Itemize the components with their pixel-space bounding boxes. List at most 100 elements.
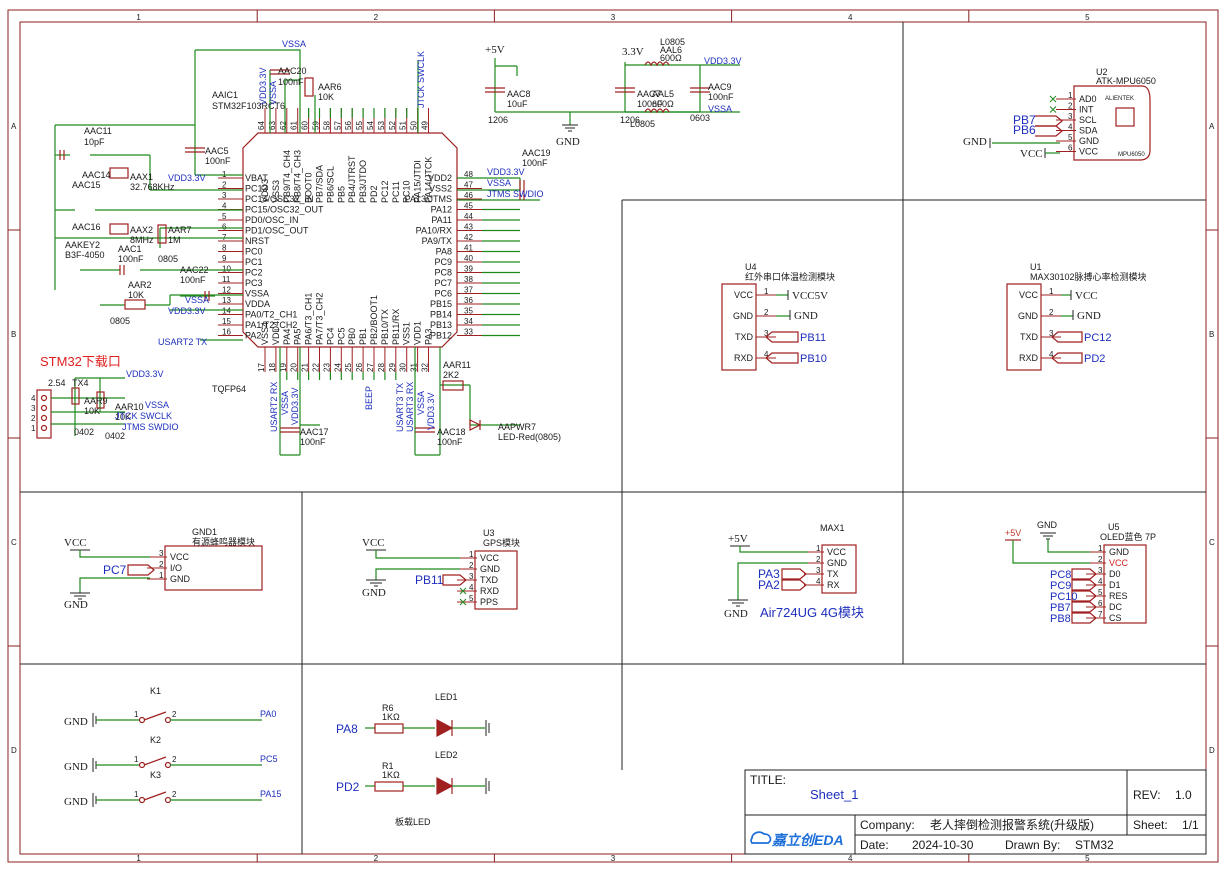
- led2-net: PD2: [336, 780, 360, 794]
- mcu-right-pin-num: 33: [464, 328, 473, 337]
- mpu-brand: ALIENTEK: [1105, 96, 1134, 102]
- mcu-right-pin-name: PA13/JTMS: [405, 194, 452, 204]
- led-section: R6 1KΩ LED1 PA8 R1 1KΩ LED2 PD2 板载LED: [336, 692, 490, 827]
- buzzer-title: 有源蜂鸣器模块: [192, 536, 255, 547]
- mcu-left-pin-num: 5: [222, 212, 227, 221]
- module-pin-name: RX: [827, 580, 840, 590]
- aar7-ref: AAR7: [168, 225, 192, 235]
- module-pin-name: VCC: [170, 552, 190, 562]
- aal6-pkg: L0805: [660, 37, 685, 47]
- col-label-top: 2: [374, 13, 379, 22]
- pkg-0805-b: 0805: [110, 316, 130, 326]
- aar2-val: 10K: [128, 290, 144, 300]
- module-pin-name: D0: [1109, 569, 1121, 579]
- oled-net-label: PB8: [1050, 613, 1071, 625]
- net-vdd33-right: VDD3.3V: [487, 167, 525, 177]
- module-pin-name: TX: [827, 569, 839, 579]
- aac15-ref: AAC15: [72, 180, 101, 190]
- frame-ticks: [8, 10, 1218, 862]
- module-pin-num: 2: [1098, 555, 1103, 564]
- aac11-val: 10pF: [84, 137, 105, 147]
- module-pin-name: PPS: [480, 597, 498, 607]
- mcu-top-pin-name: PC10: [402, 180, 412, 203]
- mcu-left-pin-name: PC2: [245, 268, 263, 278]
- tb-title-label: TITLE:: [750, 773, 786, 787]
- module-pin-name: VCC: [480, 553, 500, 563]
- col-label-bottom: 5: [1085, 854, 1090, 863]
- row-label-right: D: [1209, 746, 1215, 755]
- led2-ref: LED2: [435, 750, 458, 760]
- aax2-val: 8MHz: [130, 235, 154, 245]
- module-pin-num: 1: [764, 287, 769, 296]
- tb-date: 2024-10-30: [912, 838, 974, 852]
- tb-sheet-label: Sheet:: [1133, 818, 1168, 832]
- key-pin-1: 1: [134, 790, 139, 799]
- aac17-val: 100nF: [300, 437, 326, 447]
- aar10-val: 10K: [115, 412, 131, 422]
- module-pin-name: DC: [1109, 602, 1122, 612]
- mcu-right-pin-name: PB13: [430, 320, 452, 330]
- r1-val: 1KΩ: [382, 770, 400, 780]
- module-pin-name: AD0: [1079, 94, 1097, 104]
- aac19-ref: AAC19: [522, 148, 551, 158]
- aar9-ref: AAR9: [84, 396, 108, 406]
- module-pin-name: GND: [1079, 136, 1100, 146]
- module-pin-num: 4: [1068, 123, 1073, 132]
- mcu-left-pin-name: PA0/T2_CH1: [245, 310, 297, 320]
- net-vdd33-left: VDD3.3V: [168, 173, 206, 183]
- mcu-bottom-pin-name: PA5: [293, 329, 303, 345]
- aac1-ref: AAC1: [118, 244, 142, 254]
- aal5-val: 600Ω: [652, 99, 674, 109]
- mcu-bottom-pin-num: 31: [410, 363, 419, 372]
- aac9-pkg: 0603: [690, 113, 710, 123]
- led-caption: 板载LED: [395, 816, 431, 827]
- module-pin-num: 3: [764, 329, 769, 338]
- module-pin-num: 3: [1068, 112, 1073, 121]
- tb-date-label: Date:: [860, 838, 889, 852]
- download-tx4: TX4: [72, 378, 89, 388]
- mcu-bottom-pin-name: PB0: [347, 328, 357, 345]
- mcu-right-pin-name: PA12: [431, 205, 452, 215]
- key-ref: K1: [150, 686, 161, 696]
- mcu-top-pin-name: VDD3: [260, 179, 270, 203]
- buzzer-ref: GND1: [192, 527, 217, 537]
- net-vdd33-vert: VDD3.3V: [258, 67, 268, 105]
- aac17-ref: AAC17: [300, 427, 329, 437]
- aac11-ref: AAC11: [84, 126, 112, 136]
- mcu-top-pin-num: 51: [399, 121, 408, 130]
- key-gnd: GND: [64, 796, 88, 808]
- aac7-ref: AAC7: [637, 89, 661, 99]
- module-pin-num: 4: [816, 577, 821, 586]
- mcu-right-pin-num: 38: [464, 275, 473, 284]
- max1-gnd: GND: [724, 608, 748, 620]
- aal5-ref: AAL5: [652, 89, 674, 99]
- module-pin-name: RES: [1109, 591, 1128, 601]
- u4-title: 红外串口体温检测模块: [745, 271, 835, 282]
- col-label-bottom: 1: [136, 854, 141, 863]
- mcu-right-pin-num: 44: [464, 212, 473, 221]
- mpu-part: ATK-MPU6050: [1096, 76, 1156, 86]
- mcu-left-pin-num: 4: [222, 202, 227, 211]
- mcu-left-pin-num: 13: [222, 296, 231, 305]
- download-title: STM32下载口: [40, 354, 121, 369]
- key-pin-1: 1: [134, 710, 139, 719]
- module-pin-num: 3: [1049, 329, 1054, 338]
- oled-5v: +5V: [1005, 528, 1021, 538]
- mcu-bottom-pin-num: 18: [268, 363, 277, 372]
- mcu-package: TQFP64: [212, 384, 246, 394]
- aac18-ref: AAC18: [437, 427, 466, 437]
- aakey2-val: B3F-4050: [65, 250, 105, 260]
- r6-val: 1KΩ: [382, 712, 400, 722]
- mcu-right-pin-name: PA10/RX: [416, 226, 452, 236]
- aac5-val: 100nF: [205, 156, 231, 166]
- mcu-top-pin-num: 49: [421, 121, 430, 130]
- aac1-val: 100nF: [118, 254, 144, 264]
- module-pin-num: 1: [159, 571, 164, 580]
- mcu-right-pin-num: 37: [464, 286, 473, 295]
- mcu-left-pin-name: PD1/OSC_OUT: [245, 226, 309, 236]
- mpu-net-pb7: PB7: [1013, 113, 1036, 127]
- module-pin-num: 6: [1068, 144, 1073, 153]
